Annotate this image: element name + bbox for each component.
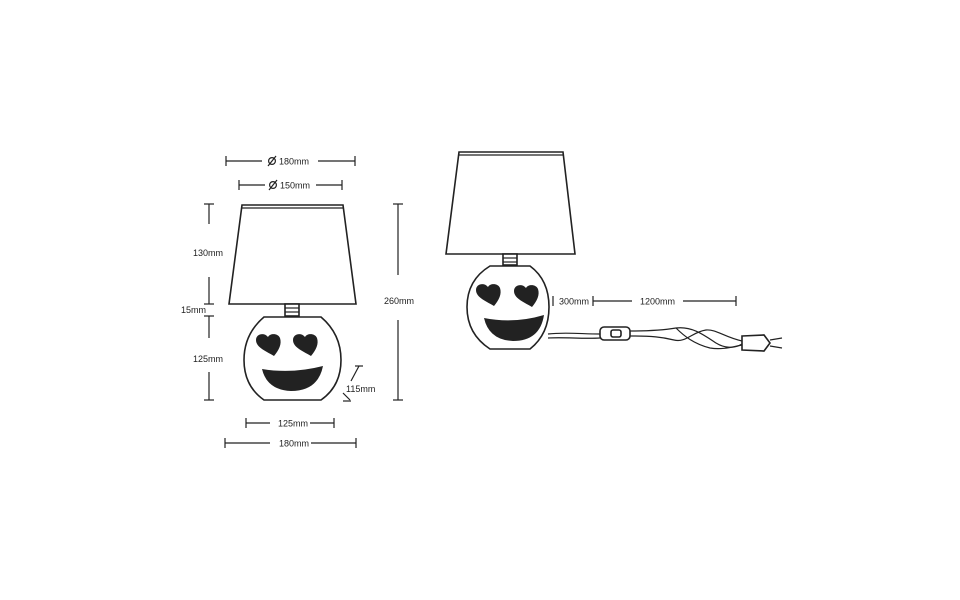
heart-eye-icon xyxy=(293,334,318,356)
dim-total-width: 180mm xyxy=(224,438,357,449)
dim-base-depth: 115mm xyxy=(342,365,375,402)
total-height-label: 260mm xyxy=(384,296,414,306)
dim-base-height: 125mm xyxy=(193,316,223,401)
smile-mouth xyxy=(262,366,323,391)
dim-neck-height: 15mm xyxy=(181,303,214,317)
smile-mouth xyxy=(484,315,544,341)
cord-to-switch-label: 300mm xyxy=(559,297,589,307)
neck-height-label: 15mm xyxy=(181,305,206,315)
dim-shade-top-diameter: 180mm xyxy=(225,155,356,167)
front-view: 180mm 150mm 130mm 15mm xyxy=(181,155,414,449)
total-width-label: 180mm xyxy=(279,439,309,449)
diameter-icon xyxy=(267,155,277,167)
power-cord xyxy=(547,326,783,352)
switch-button xyxy=(610,329,622,338)
dim-base-width: 125mm xyxy=(245,418,335,429)
emoji-base xyxy=(466,265,550,350)
diameter-icon xyxy=(268,179,278,191)
shade-height-label: 130mm xyxy=(193,248,223,258)
heart-eye-icon xyxy=(514,285,539,307)
dim-shade-height: 130mm xyxy=(193,203,223,304)
dim-shade-bottom-diameter: 150mm xyxy=(238,179,343,191)
dim-cord-to-switch: 300mm xyxy=(552,296,594,307)
lamp-neck xyxy=(502,253,518,266)
dim-total-height: 260mm xyxy=(384,203,414,401)
base-width-label: 125mm xyxy=(278,419,308,429)
plug-icon xyxy=(741,334,783,352)
side-view: 300mm 1200mm xyxy=(445,151,783,352)
heart-eye-icon xyxy=(256,334,281,356)
shade-top-diameter-label: 180mm xyxy=(279,157,309,167)
dim-switch-to-plug: 1200mm xyxy=(593,296,737,307)
heart-eye-icon xyxy=(476,284,501,306)
switch-to-plug-label: 1200mm xyxy=(640,297,675,307)
lamp-shade xyxy=(228,204,357,305)
base-height-label: 125mm xyxy=(193,354,223,364)
shade-bottom-diameter-label: 150mm xyxy=(280,181,310,191)
lamp-shade xyxy=(445,151,576,255)
lamp-neck xyxy=(284,303,300,317)
emoji-base xyxy=(243,316,342,401)
base-depth-label: 115mm xyxy=(346,384,375,394)
